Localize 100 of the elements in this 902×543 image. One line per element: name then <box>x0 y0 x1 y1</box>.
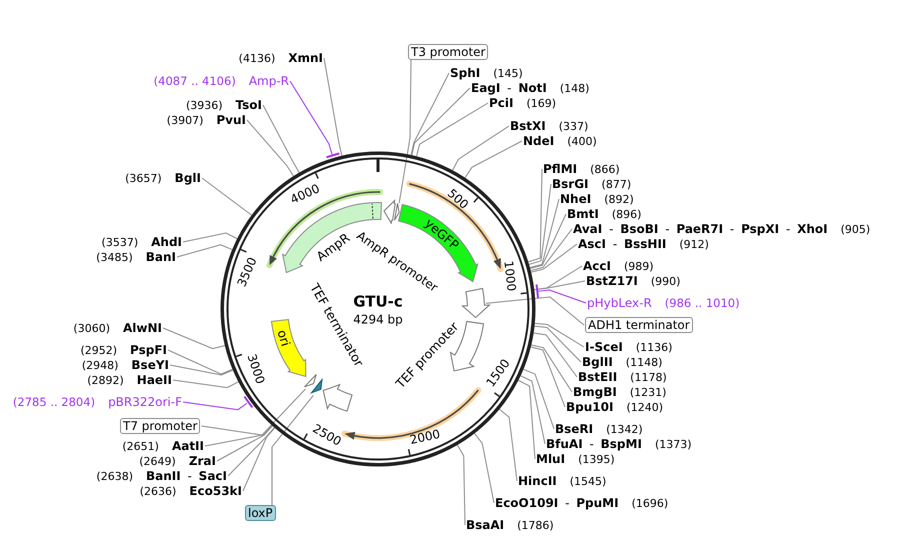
enzyme-name: ZraI <box>188 454 216 468</box>
cut-position: (3537) <box>102 234 138 250</box>
cut-position: (866) <box>590 162 620 176</box>
leader-line <box>228 427 275 476</box>
enzyme-name: EcoO109I - PpuMI <box>495 496 619 510</box>
leader-line <box>182 402 248 410</box>
enzyme-name: AhdI <box>151 234 182 250</box>
leader-line <box>530 244 578 273</box>
enzyme-name: AlwNI <box>123 320 162 336</box>
primer-name: pHybLex-R <box>587 296 652 310</box>
tick-label: 1000 <box>501 260 519 292</box>
leader-line <box>464 140 522 178</box>
cut-position: (877) <box>602 176 632 192</box>
leader-line <box>456 444 466 526</box>
cut-position: (896) <box>612 206 642 222</box>
leader-line <box>474 432 494 504</box>
cut-position: (400) <box>567 134 597 148</box>
enzyme-name: PflMI <box>543 162 578 176</box>
leader-line <box>410 72 450 156</box>
enzyme-name: I-SceI <box>585 340 623 354</box>
leader-line <box>290 80 332 155</box>
cut-position: (2638) <box>96 468 133 484</box>
leader-line <box>202 178 252 216</box>
leader-line <box>528 184 552 265</box>
cut-position: (3936) <box>186 98 223 112</box>
enzyme-name: AccI <box>583 258 611 274</box>
enzyme-name: BglII <box>582 354 613 370</box>
cut-position: (1545) <box>570 474 606 488</box>
cut-position: (1240) <box>626 400 664 414</box>
tick-label: 2000 <box>408 426 442 447</box>
leader-line <box>530 228 572 272</box>
leader-line <box>534 266 582 290</box>
cut-position: (337) <box>558 118 588 134</box>
primer-range: (986 .. 1010) <box>664 296 740 310</box>
leader-line <box>324 58 342 156</box>
enzyme-name: TsoI <box>236 98 262 112</box>
leader-line <box>485 296 584 326</box>
feature-label-box: ADH1 terminator <box>585 317 693 333</box>
enzyme-name: BseRI <box>555 422 594 436</box>
cut-position: (912) <box>679 236 709 252</box>
enzyme-name: BglI <box>174 170 201 186</box>
enzyme-name: BstEII <box>578 370 618 384</box>
leader-line <box>398 60 412 204</box>
cut-position: (1342) <box>606 422 643 436</box>
enzyme-name: MluI <box>536 452 566 466</box>
enzyme-name: BanII - SacI <box>146 468 227 484</box>
feature-label: ori <box>274 328 294 348</box>
cut-position: (1373) <box>654 436 692 452</box>
primer-range: (4087 .. 4106) <box>154 74 236 88</box>
cut-position: (1231) <box>630 384 666 400</box>
cut-position: (2649) <box>139 454 176 468</box>
enzyme-name: BsaAI <box>466 518 504 532</box>
feature-label-box: T7 promoter <box>120 418 200 434</box>
cut-position: (2948) <box>82 358 118 372</box>
enzyme-name: BstZ17I <box>586 274 638 288</box>
cut-position: (905) <box>840 222 870 236</box>
enzyme-name: BmgBI <box>573 384 617 400</box>
cut-position: (1786) <box>517 518 554 532</box>
enzyme-name: SphI <box>450 66 480 80</box>
leader-line <box>538 289 586 304</box>
enzyme-name: AvaI - BsoBI - PaeR7I - PspXI - XhoI <box>573 222 828 236</box>
enzyme-name: BsrGI <box>552 176 589 192</box>
leader-line <box>204 425 273 446</box>
enzyme-name: NdeI <box>523 134 554 148</box>
leader-line <box>530 346 566 408</box>
feature-label-box: T3 promoter <box>408 44 488 60</box>
enzyme-name: AscI - BssHII <box>578 236 666 252</box>
cut-position: (2651) <box>122 438 159 454</box>
leader-line <box>411 88 470 156</box>
leader-line <box>262 104 300 174</box>
cut-position: (2636) <box>140 484 176 498</box>
enzyme-name: Eco53kI <box>189 484 242 498</box>
leader-line <box>533 332 578 378</box>
enzyme-name: HaeII <box>136 372 172 388</box>
leader-line <box>534 322 584 348</box>
leader-line <box>168 350 233 375</box>
cut-position: (990) <box>650 274 680 288</box>
tick-label: 3000 <box>244 352 268 386</box>
leader-line <box>523 368 554 430</box>
leader-line <box>528 168 542 262</box>
enzyme-name: BmtI <box>567 206 599 222</box>
cut-position: (148) <box>560 80 590 96</box>
cut-position: (1395) <box>578 452 615 466</box>
enzyme-name: PciI <box>489 96 514 110</box>
enzyme-name: Bpu10I <box>566 400 614 414</box>
leader-line <box>530 214 566 270</box>
leader-line <box>534 280 586 290</box>
enzyme-name: XmnI <box>288 50 323 66</box>
enzyme-name: PspFI <box>130 342 167 358</box>
cut-position: (2892) <box>87 372 124 388</box>
leader-line <box>530 344 572 392</box>
enzyme-name: BseYI <box>131 358 169 372</box>
enzyme-name: BfuAI - BspMI <box>546 436 642 452</box>
leader-line <box>518 380 536 460</box>
feature-label-box: loxP <box>245 505 276 521</box>
tick-label: 4000 <box>288 181 322 207</box>
primer-range: (2785 .. 2804) <box>12 394 96 410</box>
cut-position: (3485) <box>96 250 133 264</box>
leader-line <box>162 328 226 350</box>
cut-position: (2952) <box>80 342 118 358</box>
